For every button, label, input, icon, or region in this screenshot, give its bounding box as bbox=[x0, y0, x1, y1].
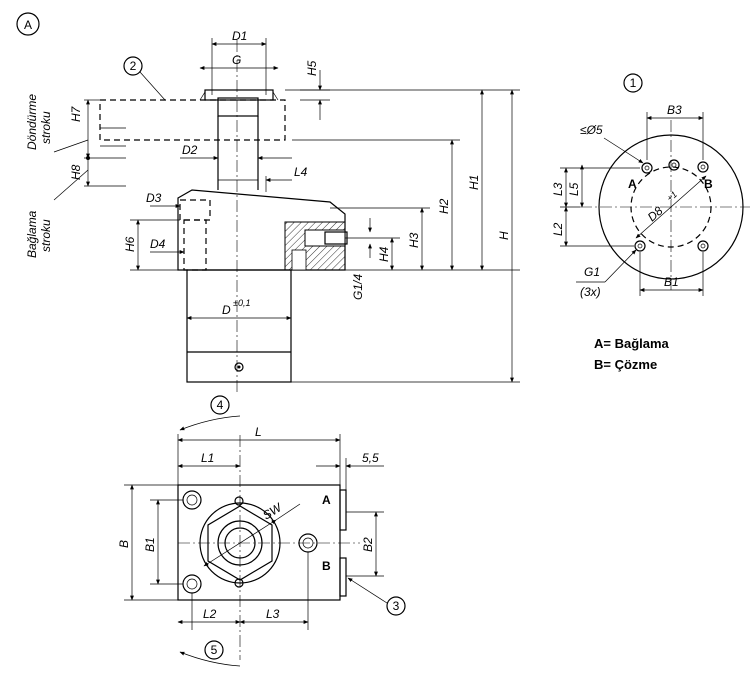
dim-L3-detail: L3 bbox=[551, 182, 565, 196]
dim-H1: H1 bbox=[467, 175, 481, 190]
dim-L: L bbox=[255, 425, 262, 439]
dim-B2: B2 bbox=[361, 537, 375, 552]
callout-4 bbox=[210, 395, 230, 415]
label-clamp-stroke-1: Bağlama bbox=[25, 210, 39, 258]
svg-text:2: 2 bbox=[130, 59, 137, 73]
dim-SW: SW bbox=[260, 500, 285, 523]
top-view: A B SW 4 5 L L1 bbox=[117, 395, 406, 667]
port-legend: A= Bağlama B= Çözme bbox=[594, 336, 670, 372]
label-turn-stroke-1: Döndürme bbox=[25, 94, 39, 150]
dim-H5: H5 bbox=[305, 60, 319, 76]
dim-H: H bbox=[497, 231, 511, 240]
detail-port-B: B bbox=[704, 177, 713, 191]
dim-D1: D1 bbox=[232, 29, 247, 43]
dim-H8: H8 bbox=[69, 164, 83, 180]
dim-H6: H6 bbox=[123, 236, 137, 252]
side-view: D1 G H5 H7 H8 Döndürme stroku Bağlama st… bbox=[25, 29, 520, 395]
detail-port-A: A bbox=[628, 177, 637, 191]
svg-text:5: 5 bbox=[211, 643, 218, 657]
top-flange-circle bbox=[199, 502, 281, 584]
dim-G1-count: (3x) bbox=[580, 285, 601, 299]
dim-H2: H2 bbox=[437, 198, 451, 214]
dim-L5: L5 bbox=[567, 182, 581, 196]
dim-phi5: ≤Ø5 bbox=[580, 123, 603, 137]
dim-D2: D2 bbox=[182, 143, 198, 157]
legend-a: A= Bağlama bbox=[594, 336, 670, 351]
dim-L2: L2 bbox=[203, 607, 217, 621]
top-port-A: A bbox=[322, 493, 331, 507]
dim-D-tolerance: ±0,1 bbox=[233, 298, 250, 308]
dim-B1: B1 bbox=[143, 537, 157, 552]
callout-5 bbox=[204, 640, 224, 660]
dim-G: G bbox=[232, 53, 241, 67]
dim-5-5: 5,5 bbox=[362, 451, 379, 465]
svg-text:A: A bbox=[24, 18, 32, 32]
label-clamp-stroke-2: stroku bbox=[39, 219, 53, 252]
svg-text:3: 3 bbox=[393, 599, 400, 613]
top-port-B: B bbox=[322, 559, 331, 573]
dim-B1-detail: B1 bbox=[664, 275, 679, 289]
top-view-body bbox=[177, 484, 341, 601]
dim-L3: L3 bbox=[266, 607, 280, 621]
dim-D: D bbox=[222, 303, 231, 317]
callout-1 bbox=[623, 73, 643, 93]
dim-L2-detail: L2 bbox=[551, 222, 565, 236]
callout-2 bbox=[123, 56, 143, 76]
dim-B3: B3 bbox=[667, 103, 682, 117]
dim-L1: L1 bbox=[201, 451, 214, 465]
dim-L4: L4 bbox=[294, 165, 308, 179]
detail-view-1: 1 B3 ≤Ø5 A B L3 L5 L2 D8 +1 G1 (3x) bbox=[551, 73, 750, 299]
piston-rod bbox=[217, 116, 259, 190]
svg-text:1: 1 bbox=[630, 76, 637, 90]
label-turn-stroke-2: stroku bbox=[39, 111, 53, 144]
callout-3 bbox=[386, 596, 406, 616]
svg-text:4: 4 bbox=[217, 398, 224, 412]
view-a-marker: A bbox=[16, 12, 40, 36]
dim-G14: G1/4 bbox=[351, 274, 365, 300]
dim-H7: H7 bbox=[69, 105, 83, 122]
dim-G1: G1 bbox=[584, 265, 600, 279]
housing bbox=[186, 269, 292, 383]
clamp-nut bbox=[204, 89, 274, 101]
legend-b: B= Çözme bbox=[594, 357, 657, 372]
dim-D4: D4 bbox=[150, 237, 166, 251]
dim-H4: H4 bbox=[377, 246, 391, 262]
clamp-arm-outline bbox=[99, 99, 286, 141]
dim-D3: D3 bbox=[146, 191, 162, 205]
dim-H3: H3 bbox=[407, 232, 421, 248]
dim-D8: D8 bbox=[645, 203, 666, 224]
dim-B: B bbox=[117, 540, 131, 548]
housing-pin bbox=[234, 362, 244, 372]
detail-port-holes bbox=[634, 159, 709, 252]
